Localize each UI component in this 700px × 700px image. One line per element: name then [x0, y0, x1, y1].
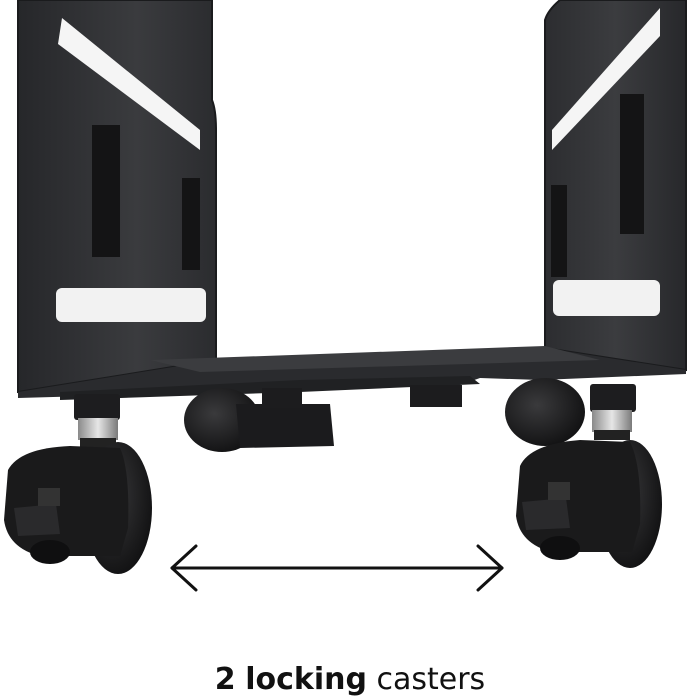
- caption-rest: casters: [376, 662, 486, 697]
- right-lower-slot: [553, 280, 660, 316]
- left-upper-slot: [58, 18, 200, 150]
- rear-right-caster: [410, 378, 585, 446]
- right-side-panel: [544, 0, 687, 372]
- front-left-locking-caster: [4, 394, 152, 574]
- left-lock-pedal: [14, 504, 60, 536]
- left-lower-slot: [56, 288, 206, 322]
- width-adjust-arrow: [170, 544, 504, 592]
- left-foam-pad-large: [92, 125, 120, 257]
- rear-left-caster: [184, 388, 334, 452]
- left-side-panel: [17, 0, 217, 394]
- right-upper-slot: [552, 8, 660, 150]
- caption: 2 locking casters: [0, 660, 700, 700]
- right-lock-pedal: [522, 498, 570, 530]
- right-foam-pad-small: [551, 185, 567, 277]
- caption-number: 2: [214, 662, 236, 697]
- front-right-locking-caster: [516, 384, 662, 568]
- caption-bold-word: locking: [245, 662, 367, 697]
- left-foam-pad-small: [182, 178, 200, 270]
- right-foam-pad-large: [620, 94, 644, 234]
